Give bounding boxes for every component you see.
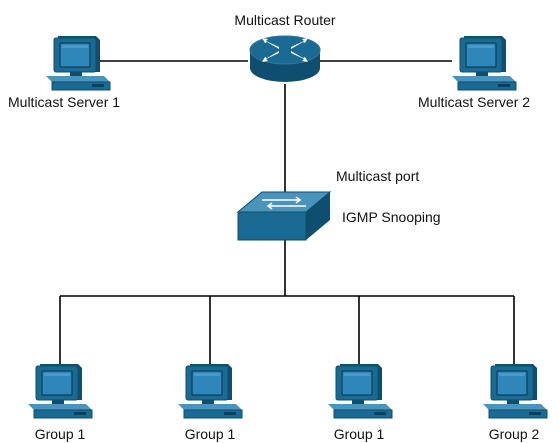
multicast-port-label: Multicast port: [336, 168, 419, 184]
desktop-computer-icon: [27, 363, 93, 419]
host-4-label: Group 2: [489, 426, 540, 442]
host-2: [177, 363, 243, 419]
host-1: [27, 363, 93, 419]
desktop-computer-icon: [327, 363, 393, 419]
host-1-label: Group 1: [35, 426, 86, 442]
host-3-label: Group 1: [334, 426, 385, 442]
router-label: Multicast Router: [234, 12, 335, 28]
multicast-server-2: [451, 35, 517, 91]
host-4: [482, 363, 548, 419]
switch-icon: [236, 191, 332, 241]
desktop-computer-icon: [177, 363, 243, 419]
router-icon: [249, 35, 321, 82]
server-2-label: Multicast Server 2: [418, 94, 530, 110]
desktop-computer-icon: [451, 35, 517, 91]
desktop-computer-icon: [45, 35, 111, 91]
host-2-label: Group 1: [185, 426, 236, 442]
server-1-label: Multicast Server 1: [8, 94, 120, 110]
switch-label: IGMP Snooping: [342, 209, 441, 225]
desktop-computer-icon: [482, 363, 548, 419]
multicast-server-1: [45, 35, 111, 91]
host-3: [327, 363, 393, 419]
